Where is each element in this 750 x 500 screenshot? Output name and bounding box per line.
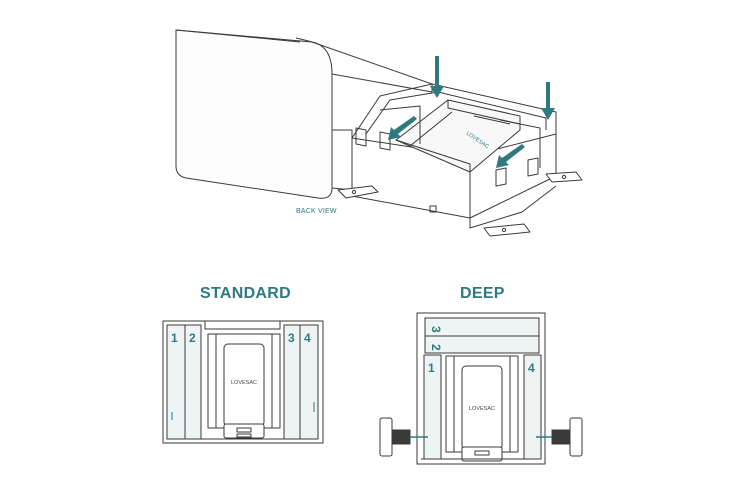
back-view-illustration	[175, 29, 583, 237]
deep-brand-text: LOVESAC	[469, 406, 495, 412]
arrow-down-icon	[430, 56, 444, 98]
slot-number: 4	[304, 331, 311, 345]
arrow-diagonal-icon	[496, 144, 525, 168]
slot-number: 4	[528, 361, 535, 375]
slot-number: 1	[428, 361, 435, 375]
slot-number: 1	[171, 331, 178, 345]
slot-number: 2	[189, 331, 196, 345]
knob-right	[569, 417, 583, 457]
standard-diagram	[162, 320, 324, 444]
standard-heading: STANDARD	[200, 285, 291, 302]
deep-heading: DEEP	[460, 285, 505, 302]
connector-left	[391, 429, 411, 445]
knob-left	[379, 417, 393, 457]
slot-number: 2	[429, 344, 443, 351]
connector-right	[551, 429, 571, 445]
standard-brand-text: LOVESAC	[231, 380, 257, 386]
back-view-label: BACK VIEW	[296, 208, 337, 215]
slot-number: 3	[288, 331, 295, 345]
arrow-down-icon	[541, 82, 555, 120]
deep-diagram	[379, 312, 583, 465]
slot-panel	[424, 335, 540, 354]
slot-number: 3	[429, 326, 443, 333]
arrow-diagonal-icon	[388, 116, 417, 140]
insertion-arrows	[388, 56, 555, 168]
